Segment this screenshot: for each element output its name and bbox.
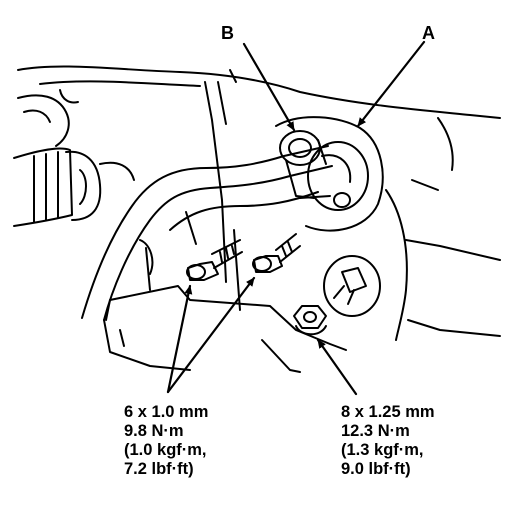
callout-b: B [221, 23, 234, 43]
left-hose [13, 89, 135, 227]
spec-left-torque-lbf: 7.2 lbf·ft) [124, 460, 194, 478]
spec-left-bolts: 6 x 1.0 mm 9.8 N·m (1.0 kgf·m, 7.2 lbf·f… [124, 403, 208, 479]
callout-a: A [422, 23, 435, 43]
bolt-left [186, 239, 243, 281]
spec-left-size: 6 x 1.0 mm [124, 403, 209, 421]
leader-b [242, 42, 296, 132]
pipe-coupling-b [279, 130, 327, 199]
spec-left-torque-nm: 9.8 N·m [124, 422, 184, 440]
upper-housing-outline [17, 65, 501, 119]
spec-right-nut: 8 x 1.25 mm 12.3 N·m (1.3 kgf·m, 9.0 lbf… [341, 403, 435, 479]
leader-a [356, 40, 426, 128]
spec-left-torque-kgf: (1.0 kgf·m, [124, 441, 207, 459]
leader-nut [316, 338, 358, 396]
spec-right-torque-nm: 12.3 N·m [341, 422, 410, 440]
spec-right-size: 8 x 1.25 mm [341, 403, 435, 421]
upper-housing-edge [39, 80, 201, 87]
spec-right-torque-lbf: 9.0 lbf·ft) [341, 460, 411, 478]
flange-nut [293, 305, 327, 336]
stud-boss [323, 255, 381, 317]
refrigerant-pipe [81, 145, 333, 321]
leader-left-bolt-2 [166, 276, 256, 394]
bolt-right [252, 233, 301, 273]
spec-right-torque-kgf: (1.3 kgf·m, [341, 441, 424, 459]
compressor-fitting-a [275, 116, 384, 232]
lower-bracket [103, 239, 347, 373]
leader-left-bolt-1 [166, 284, 193, 394]
